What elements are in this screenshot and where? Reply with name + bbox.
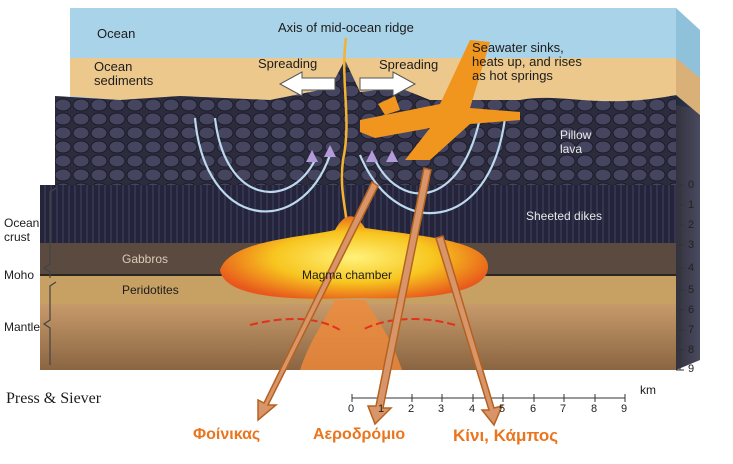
spreading-arrows (278, 71, 417, 97)
airplane-icon (360, 40, 520, 160)
hydrothermal-circulation (193, 117, 507, 215)
depth-tick: 2 (688, 219, 695, 231)
seawater-note-label: Seawater sinks, heats up, and rises as h… (472, 40, 582, 83)
depth-tick: 8 (688, 344, 695, 356)
km-tick: 1 (378, 403, 385, 415)
arrow-kini-kampos (435, 235, 504, 427)
ocean-sediments-label: Ocean sediments (94, 59, 154, 88)
depth-tick: 7 (688, 324, 695, 336)
circulation-up-arrows (306, 145, 398, 162)
pillow-lava-label: Pillow lava (560, 128, 592, 156)
km-tick: 9 (621, 403, 628, 415)
peridotites-label: Peridotites (122, 283, 179, 297)
ocean-crust-bracket (42, 187, 57, 278)
depth-scale (676, 184, 684, 371)
km-tick: 4 (469, 403, 476, 415)
credit-label: Press & Siever (6, 390, 102, 407)
spreading-left-label: Spreading (258, 56, 318, 71)
depth-tick: 0 (688, 179, 695, 191)
km-tick: 7 (560, 403, 567, 415)
axis-label: Axis of mid-ocean ridge (278, 20, 414, 35)
depth-tick: 5 (688, 284, 695, 296)
depth-tick: 9 (688, 363, 695, 375)
mantle-flow-left (249, 317, 341, 331)
mantle-bracket (42, 281, 57, 365)
annotation-airport: Αεροδρόμιο (313, 426, 406, 443)
km-tick: 8 (591, 403, 598, 415)
moho-label: Moho (4, 268, 35, 282)
spreading-right-label: Spreading (379, 57, 439, 72)
depth-tick: 1 (688, 199, 695, 211)
block-side-face (676, 95, 700, 370)
magma-chamber (220, 216, 489, 299)
arrow-phoenix (257, 180, 379, 422)
depth-tick: 3 (688, 239, 695, 251)
mantle-label: Mantle (4, 320, 41, 334)
annotation-kini-kampos: Κίνι, Κάμπος (453, 426, 559, 445)
depth-tick: 6 (688, 304, 695, 316)
mantle-flow-right (361, 317, 456, 331)
km-tick: 3 (438, 403, 445, 415)
km-tick: 2 (408, 403, 415, 415)
gabbros-label: Gabbros (122, 252, 169, 266)
sheeted-dikes-label: Sheeted dikes (526, 209, 603, 223)
annotation-phoenix: Φοίνικας (193, 426, 261, 443)
magma-chamber-label: Magma chamber (302, 268, 393, 282)
arrow-airport (366, 167, 432, 426)
km-tick: 0 (348, 403, 355, 415)
ocean-crust-label: Ocean crust (4, 216, 40, 244)
ocean-label: Ocean (97, 26, 136, 41)
km-tick: 5 (499, 403, 506, 415)
depth-tick: 4 (688, 262, 695, 274)
annotation-arrows (257, 167, 504, 427)
mantle-plume (300, 300, 402, 370)
km-unit-label: km (640, 383, 656, 397)
km-tick: 6 (530, 403, 537, 415)
